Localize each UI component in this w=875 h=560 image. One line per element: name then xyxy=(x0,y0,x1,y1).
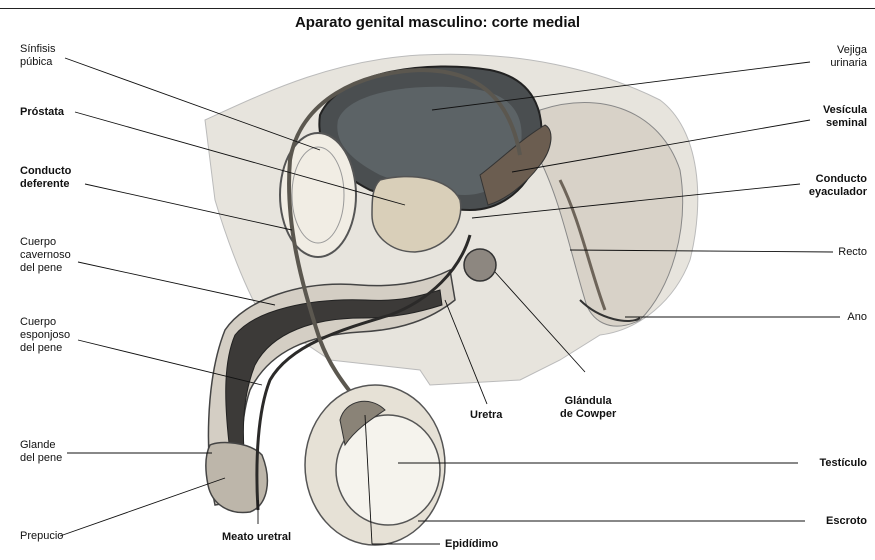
leader-prepucio xyxy=(60,478,225,536)
label-glande: Glande del pene xyxy=(20,439,62,465)
label-ano: Ano xyxy=(800,311,867,324)
label-prepucio: Prepucio xyxy=(20,530,63,543)
label-escroto: Escroto xyxy=(770,515,867,528)
label-meato-uretral: Meato uretral xyxy=(222,531,291,544)
label-cuerpo-esponjoso: Cuerpo esponjoso del pene xyxy=(20,316,70,355)
label-epididimo: Epidídimo xyxy=(445,538,498,551)
label-conducto-deferente: Conducto deferente xyxy=(20,165,71,191)
label-conducto-eyaculador: Conducto eyaculador xyxy=(745,173,867,199)
label-cuerpo-cavernoso: Cuerpo cavernoso del pene xyxy=(20,236,71,275)
label-sinfisis-pubica: Sínfisis púbica xyxy=(20,43,55,69)
cowper-gland xyxy=(464,249,496,281)
label-testiculo: Testículo xyxy=(760,457,867,470)
label-prostata: Próstata xyxy=(20,106,64,119)
label-vesicula-seminal: Vesícula seminal xyxy=(745,104,867,130)
label-uretra: Uretra xyxy=(470,409,502,422)
label-vejiga-urinaria: Vejiga urinaria xyxy=(755,44,867,70)
label-recto: Recto xyxy=(790,246,867,259)
label-glandula-cowper: Glándula de Cowper xyxy=(560,395,616,421)
